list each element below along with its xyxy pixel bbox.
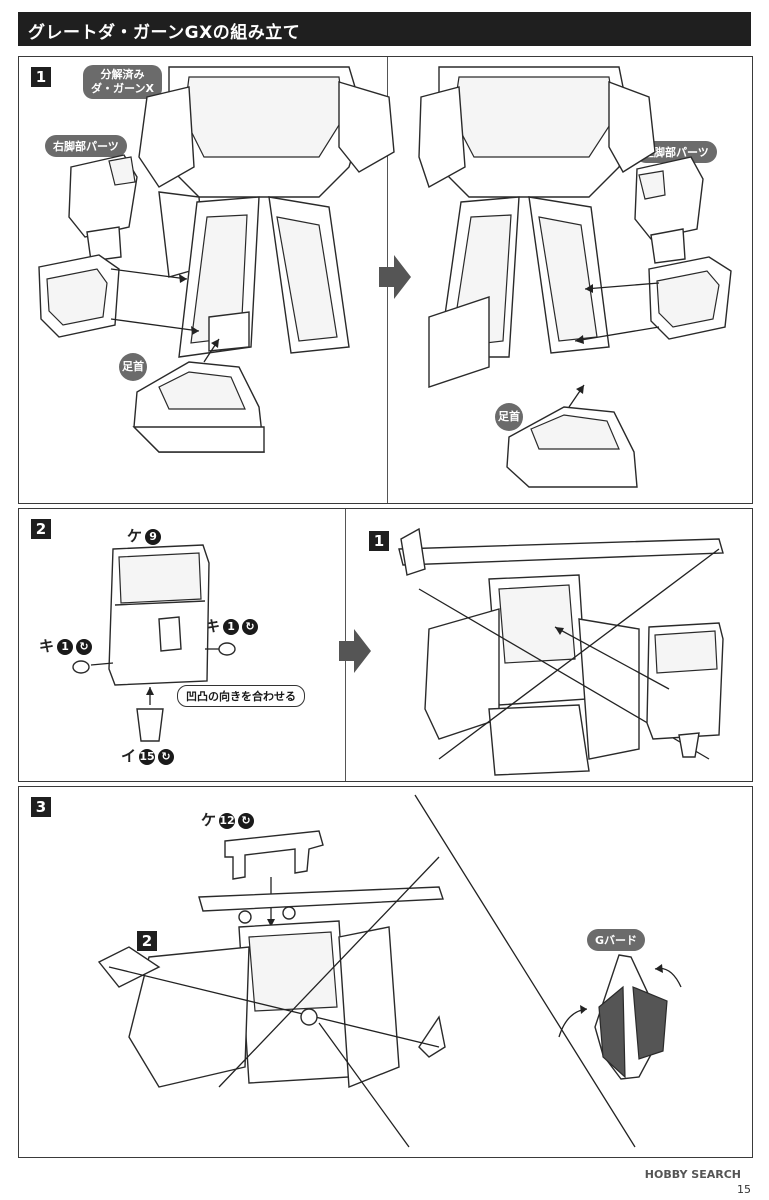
ref-step-number: 1: [369, 531, 389, 551]
ankle-label-right: 足首: [495, 403, 523, 431]
ankle-label-left: 足首: [119, 353, 147, 381]
rotate-icon: ↻: [158, 748, 175, 765]
watermark: HOBBY SEARCH: [644, 1168, 741, 1181]
ankle-part-right: [506, 406, 638, 488]
part-ke-text: ケ: [127, 527, 143, 545]
part-ke-text: ケ: [201, 811, 217, 829]
left-leg-part: [634, 156, 732, 340]
step1-panel: 1 分解済み ダ・ガーンX 右脚部パーツ 左脚部パーツ 足首 足首: [18, 56, 753, 504]
part-ke12-number: 12: [219, 812, 236, 829]
title-bar: グレートダ・ガーンGXの組み立て: [18, 12, 751, 46]
step-number: 3: [31, 797, 51, 817]
step1-illustration: [38, 66, 732, 488]
alignment-note: 凹凸の向きを合わせる: [177, 685, 305, 707]
peg-part-i15: [136, 708, 164, 742]
part-i-number: 15: [139, 748, 156, 765]
left-leg-label: 左脚部パーツ: [635, 141, 717, 163]
pre-label-text: 分解済み ダ・ガーンX: [91, 68, 154, 95]
right-leg-part: [38, 154, 138, 338]
disc-parts: [72, 642, 236, 674]
part-ki-text: キ: [205, 617, 221, 635]
step3-illustration: [97, 794, 682, 1148]
step2-next-arrow: [339, 629, 371, 673]
cap-part-ke12: [224, 830, 324, 880]
page-title: グレートダ・ガーンGXの組み立て: [28, 23, 301, 43]
ref-step-number: 2: [137, 931, 157, 951]
part-ki-text: キ: [39, 637, 55, 655]
g-bird-label: Gバード: [587, 929, 646, 951]
step-number: 2: [31, 519, 51, 539]
part-ke-number: 9: [145, 528, 162, 545]
pre-assembled-label: 分解済み ダ・ガーンX: [83, 65, 162, 99]
right-leg-label: 右脚部パーツ: [45, 135, 127, 157]
robot-assembly-3: [97, 856, 446, 1089]
rotate-icon: ↻: [238, 812, 255, 829]
robot-right: [418, 66, 656, 388]
part-ki-number: 1: [57, 638, 74, 655]
part-ki-number: 1: [223, 618, 240, 635]
chest-part-ke9: [108, 544, 210, 686]
step1-next-arrow: [379, 255, 411, 299]
robot-left: [138, 66, 395, 358]
part-i-text: イ: [121, 747, 137, 765]
g-bird-part: [594, 954, 668, 1080]
rotate-icon: ↻: [76, 638, 93, 655]
rotate-icon: ↻: [242, 618, 259, 635]
ankle-part-left: [132, 361, 265, 453]
robot-assembly-2: [398, 527, 724, 776]
page-number: 15: [737, 1183, 751, 1196]
step2-illustration: [72, 527, 724, 776]
step-number: 1: [31, 67, 51, 87]
chest-part-attached: [646, 622, 724, 758]
